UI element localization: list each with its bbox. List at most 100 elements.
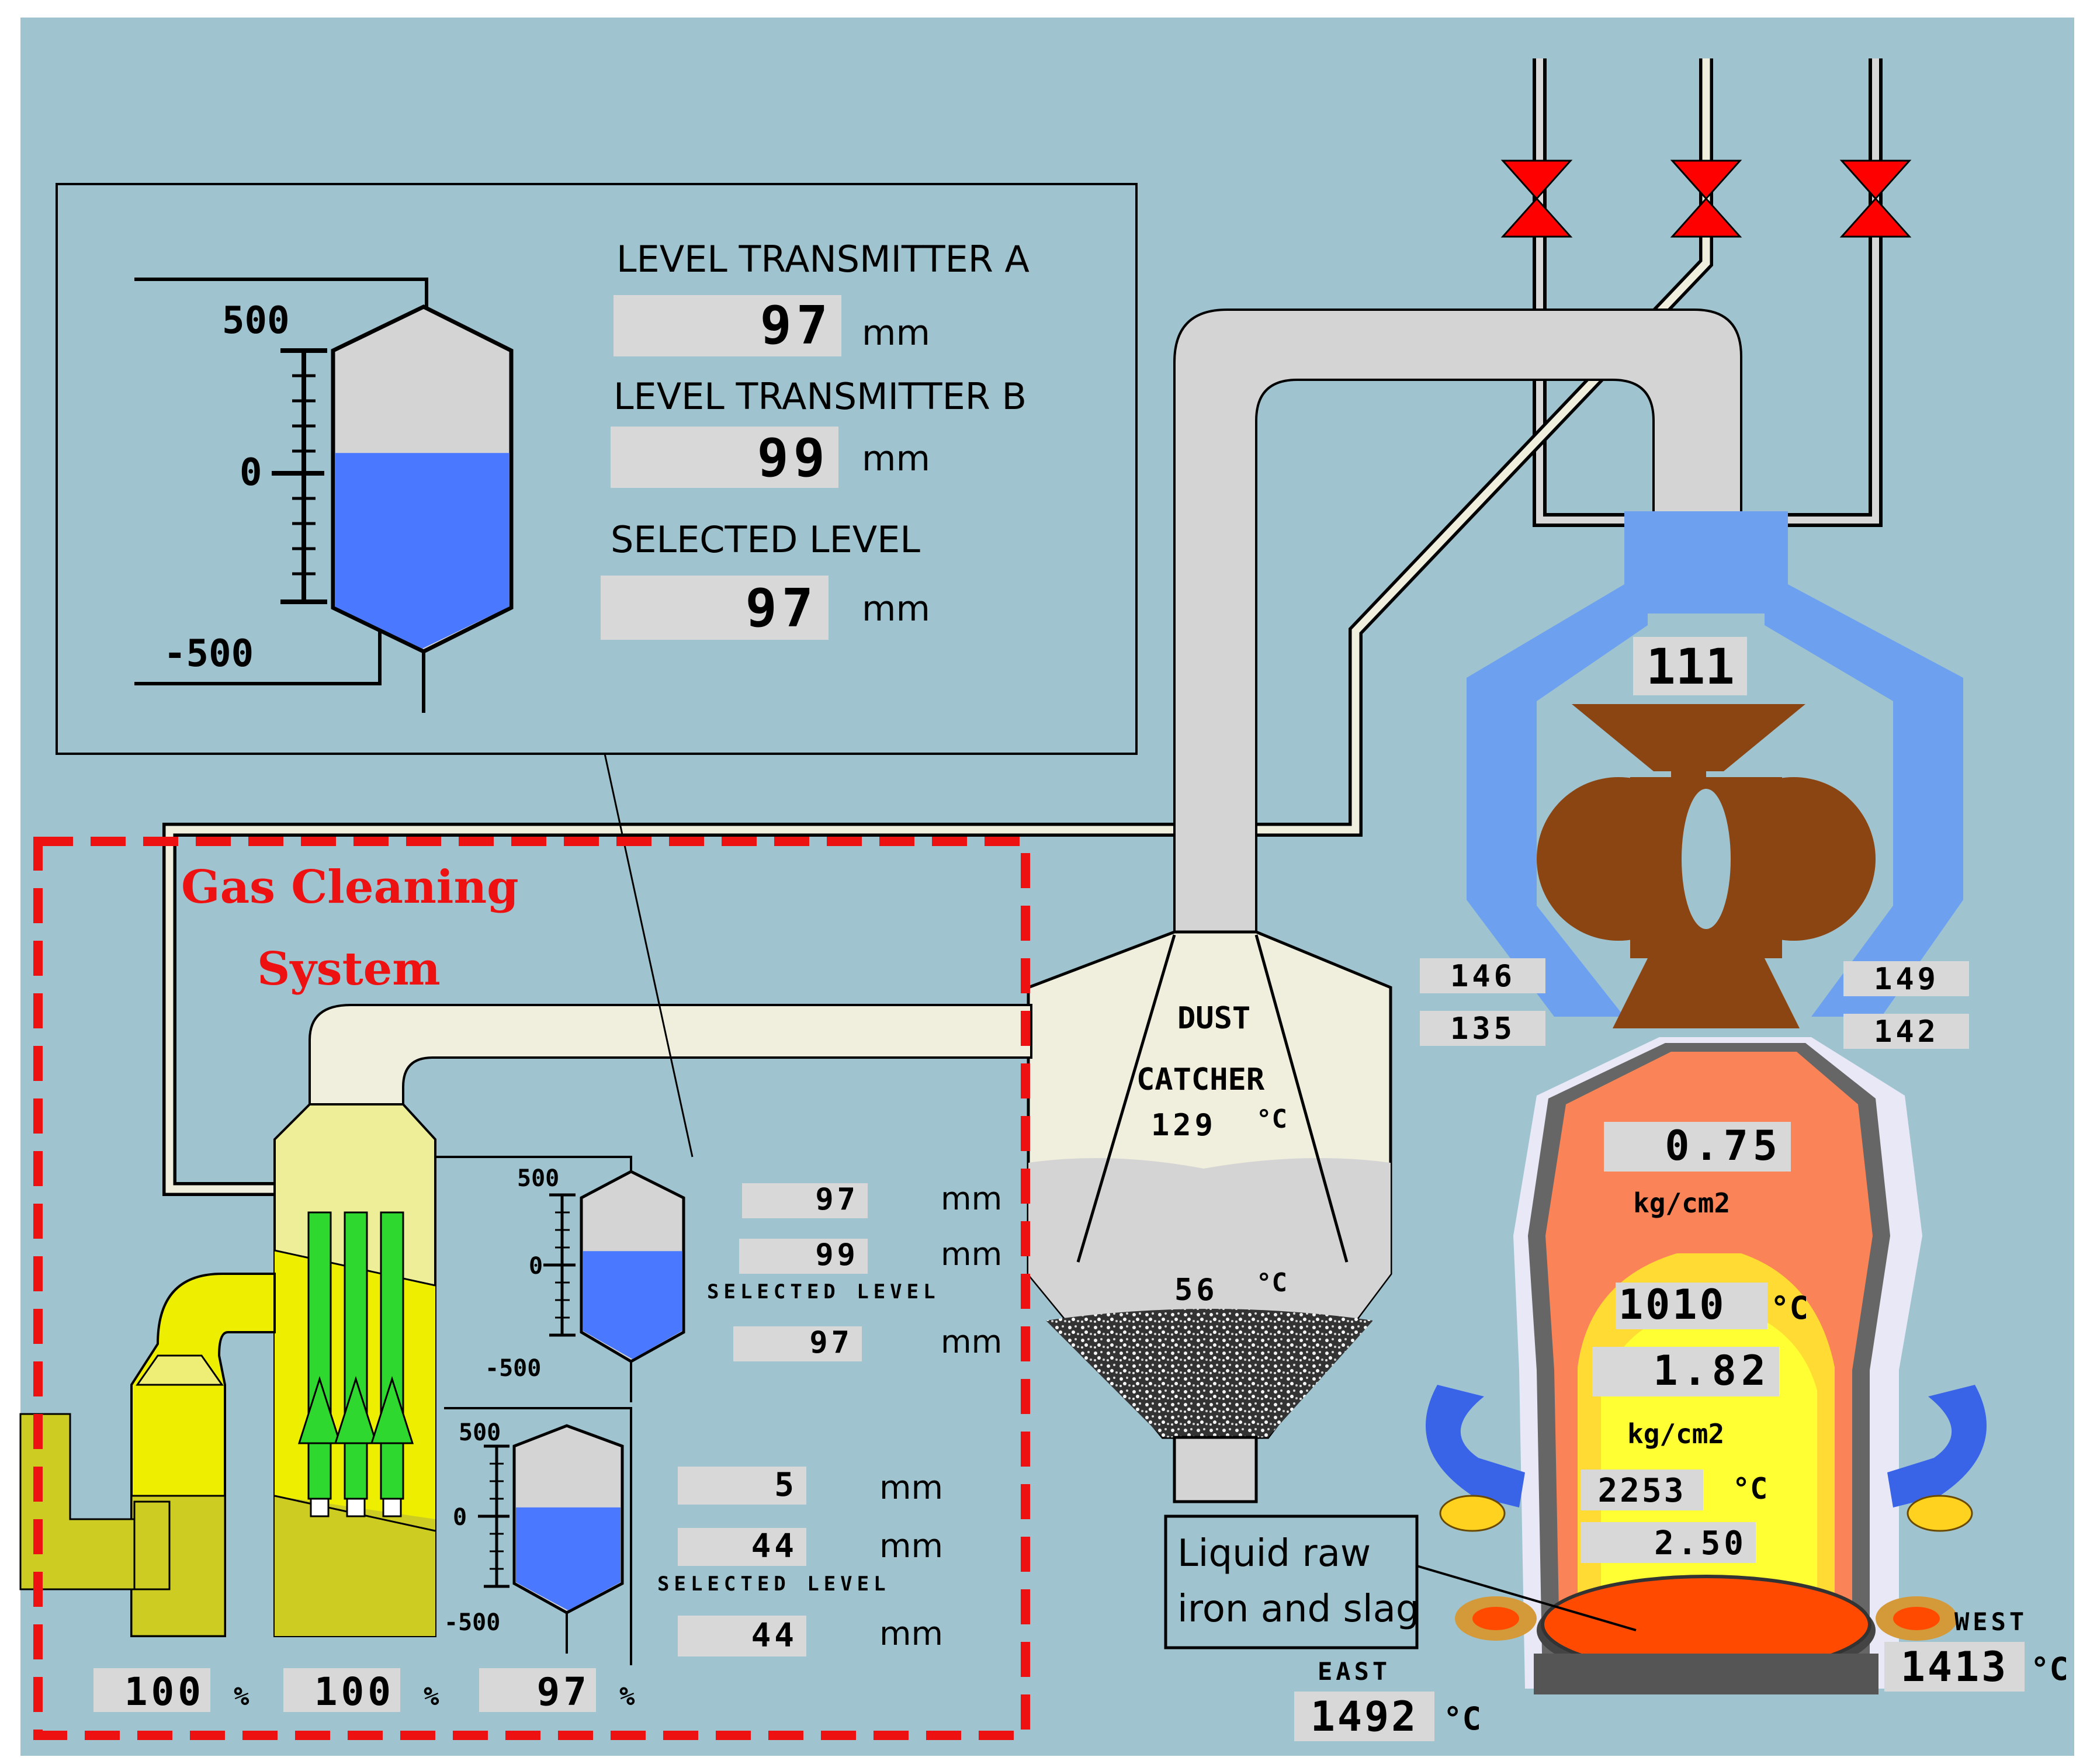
uptake-left-lower: 135 (1450, 1011, 1516, 1046)
east-label: EAST (1318, 1657, 1391, 1686)
inset-scale-bottom: -500 (164, 632, 254, 675)
tank1-value-a: 97 (815, 1182, 859, 1217)
liquid-iron-callout-line2: iron and slag (1177, 1588, 1419, 1631)
tank2-value-b-box (678, 1528, 806, 1566)
tank1-value-a-box (742, 1183, 868, 1218)
bleeder-valve-middle[interactable] (1670, 160, 1742, 238)
inset-scale-top: 500 (222, 299, 290, 342)
east-temp-box (1294, 1692, 1434, 1741)
liquid-iron-callout (1164, 1515, 1419, 1649)
tank2-unit-a: mm (879, 1469, 943, 1507)
inset-transmitter-b-box (611, 427, 838, 488)
level-tank-2 (478, 1424, 624, 1654)
mid-pressure-value: 1.82 (1653, 1347, 1770, 1395)
percent-3-unit: % (619, 1682, 635, 1711)
furnace-top-box (1633, 637, 1747, 695)
inset-transmitter-a-label: LEVEL TRANSMITTER A (616, 238, 1030, 280)
furnace-top-reading: 111 (1646, 638, 1735, 695)
inset-selected-box (601, 576, 829, 640)
percent-1-unit: % (234, 1682, 249, 1711)
scrubber-spray-nozzles (297, 1211, 414, 1517)
dust-catcher (1027, 930, 1392, 1503)
inset-transmitter-b-value: 99 (757, 428, 830, 489)
level-detail-panel (56, 183, 1138, 1157)
percent-1-value: 100 (124, 1669, 205, 1714)
west-label: WEST (1954, 1607, 2027, 1636)
tank2-selected-label: SELECTED LEVEL (657, 1572, 890, 1596)
uptake-right-lower: 142 (1874, 1014, 1939, 1049)
tank1-value-b-box (739, 1239, 868, 1274)
west-temp-unit: °C (2030, 1651, 2068, 1687)
inset-selected-label: SELECTED LEVEL (611, 518, 920, 561)
dust-catcher-label-line2: CATCHER (1136, 1062, 1265, 1097)
top-pressure-box (1604, 1122, 1791, 1172)
inset-transmitter-a-value: 97 (760, 295, 833, 356)
liquid-iron-callout-line1: Liquid raw (1177, 1532, 1371, 1575)
tank2-selected-value: 44 (751, 1617, 798, 1655)
scrubber-line-2 (444, 1407, 632, 1665)
percent-2-box (283, 1668, 400, 1712)
west-temp-value: 1413 (1901, 1643, 2009, 1691)
dust-catcher-label-line1: DUST (1177, 1001, 1250, 1036)
uptake-left-upper: 146 (1450, 959, 1516, 994)
inset-selected-value: 97 (746, 578, 818, 639)
tank2-value-a-box (678, 1467, 806, 1505)
mid-pressure-unit: kg/cm2 (1627, 1418, 1724, 1450)
dust-catcher-temp-bottom: 56 (1174, 1273, 1218, 1308)
bosh-temp-value: 2253 (1598, 1472, 1686, 1510)
tank2-unit-selected: mm (879, 1615, 943, 1653)
inset-selected-unit: mm (862, 588, 930, 629)
east-temp-unit: °C (1443, 1700, 1481, 1737)
mid-temp-unit: °C (1770, 1290, 1808, 1326)
west-temp-box (1884, 1642, 2025, 1692)
mid-temp-box (1616, 1283, 1767, 1329)
percent-3-box (479, 1668, 596, 1712)
top-pressure-value: 0.75 (1665, 1122, 1782, 1170)
top-pressure-unit: kg/cm2 (1633, 1187, 1730, 1219)
gas-cleaning-highlight (33, 837, 1030, 1740)
inset-scale-mid: 0 (240, 451, 262, 494)
percent-2-unit: % (424, 1682, 439, 1711)
dust-catcher-temp-top-unit: °C (1256, 1104, 1287, 1134)
percent-2-value: 100 (314, 1669, 394, 1714)
tank1-selected-value: 97 (809, 1325, 853, 1360)
uptake-left-upper-box (1420, 958, 1545, 993)
tank2-scale-mid: 0 (453, 1504, 467, 1531)
bosh-temp-box (1581, 1470, 1703, 1510)
tank2-unit-b: mm (879, 1527, 943, 1565)
tank1-scale-top: 500 (517, 1165, 559, 1192)
tank1-scale-bottom: -500 (485, 1355, 541, 1382)
mid-pressure-box (1592, 1347, 1779, 1396)
liquid-iron-callout-leader (1416, 1565, 1637, 1631)
tank1-selected-label: SELECTED LEVEL (707, 1280, 940, 1304)
bottom-pressure-box (1581, 1522, 1756, 1563)
bleeder-valve-left[interactable] (1500, 160, 1573, 238)
uptake-right-upper-box (1843, 961, 1969, 996)
gas-cleaning-title-line2: System (257, 942, 441, 996)
gas-cleaning-title-line1: Gas Cleaning (181, 861, 519, 914)
tank1-value-b: 99 (815, 1238, 859, 1273)
mid-temp-value: 1010 (1618, 1281, 1727, 1329)
tank2-selected-box (678, 1616, 806, 1656)
level-tank-1 (543, 1170, 685, 1402)
furnace-uptakes (1467, 511, 1963, 1017)
inset-transmitter-a-box (614, 295, 841, 356)
tank1-selected-box (733, 1326, 862, 1361)
bleeder-valve-right[interactable] (1839, 160, 1912, 238)
uptake-right-upper: 149 (1874, 962, 1939, 997)
tank1-unit-a: mm (941, 1180, 1002, 1217)
tank2-scale-top: 500 (459, 1419, 501, 1446)
furnace-top-hopper (1537, 704, 1876, 1028)
east-tuyere-blowpipe (1876, 1385, 1987, 1641)
tank2-value-b: 44 (751, 1527, 798, 1565)
bottom-pressure-value: 2.50 (1654, 1524, 1747, 1562)
tank2-value-a: 5 (774, 1466, 798, 1504)
dust-catcher-temp-top: 129 (1151, 1108, 1216, 1143)
uptake-left-lower-box (1420, 1011, 1545, 1046)
dust-catcher-temp-bottom-unit: °C (1256, 1268, 1287, 1298)
inset-transmitter-b-label: LEVEL TRANSMITTER B (614, 375, 1027, 418)
inset-transmitter-b-unit: mm (862, 438, 930, 479)
tank2-scale-bottom: -500 (444, 1609, 500, 1636)
percent-3-value: 97 (537, 1669, 590, 1714)
